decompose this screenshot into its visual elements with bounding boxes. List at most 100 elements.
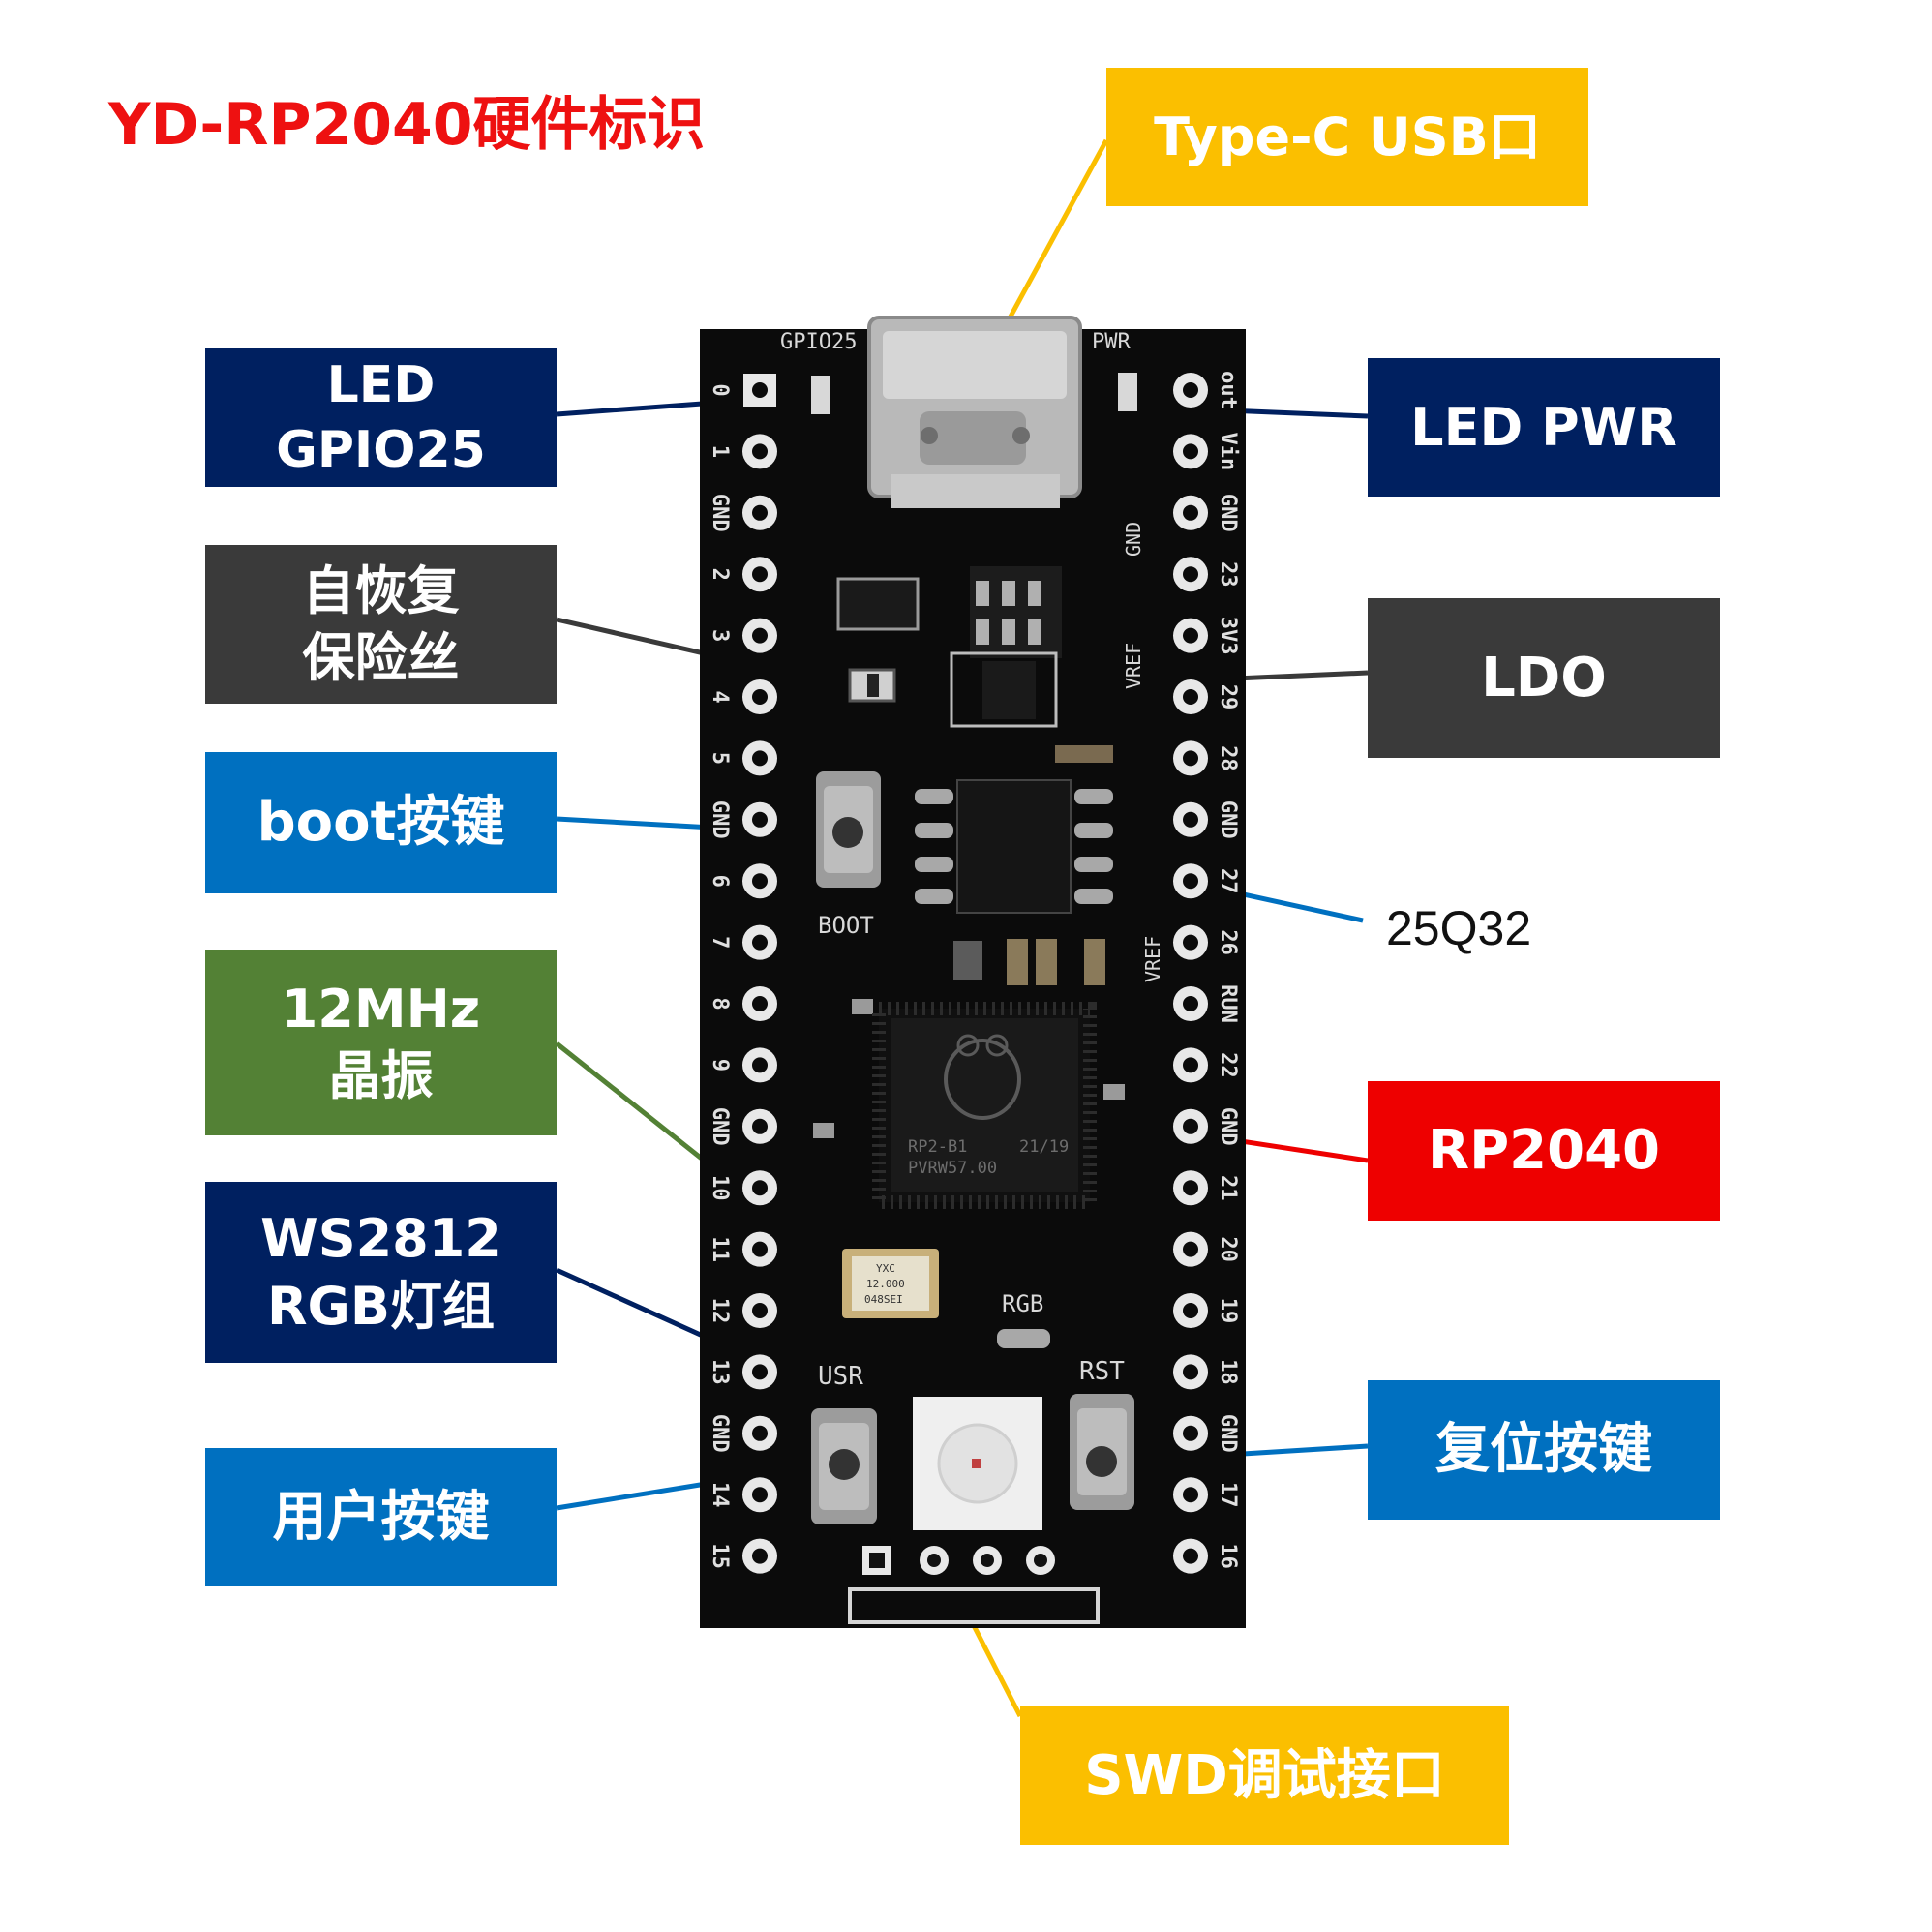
pin-label-left-6: 5 — [708, 752, 732, 765]
pin-hole-left-18 — [752, 1487, 768, 1503]
pin-label-right-10: RUN — [1216, 984, 1240, 1023]
pin-hole-left-14 — [752, 1241, 768, 1257]
pin-hole-left-3 — [752, 566, 768, 583]
pin-hole-left-16 — [752, 1364, 768, 1380]
pin-hole-right-16 — [1183, 1364, 1198, 1380]
pin-hole-right-7 — [1183, 811, 1198, 828]
chip-marking-line2: 21/19 — [1019, 1137, 1069, 1157]
pin-hole-left-13 — [752, 1180, 768, 1196]
pin-hole-right-15 — [1183, 1303, 1198, 1318]
pin-hole-left-2 — [752, 504, 768, 521]
pin-hole-right-9 — [1183, 934, 1198, 951]
pin-label-left-0: 0 — [708, 383, 732, 396]
label-flash: 25Q32 — [1386, 901, 1532, 955]
pin-hole-left-5 — [752, 689, 768, 705]
pin-hole-right-2 — [1183, 504, 1198, 521]
usb-c-connector — [867, 316, 1082, 508]
pin-label-left-1: 1 — [708, 445, 732, 458]
pin-label-left-14: 11 — [708, 1236, 732, 1262]
label-ws2812: WS2812 RGB灯组 — [205, 1182, 557, 1363]
pin-label-right-8: 27 — [1216, 868, 1240, 894]
pin-hole-left-11 — [752, 1057, 768, 1073]
pin-label-right-0: out — [1216, 371, 1240, 409]
pin-label-right-11: 22 — [1216, 1052, 1240, 1078]
pin-label-left-11: 9 — [708, 1059, 732, 1072]
pin-label-left-2: GND — [708, 494, 732, 532]
pin-label-left-17: GND — [708, 1414, 732, 1453]
pin-hole-right-0 — [1183, 382, 1198, 398]
silk-usr: USR — [818, 1362, 863, 1391]
label-fuse-line2: 保险丝 — [302, 627, 460, 688]
label-ldo-text: LDO — [1481, 646, 1607, 709]
pin-rows: 01GND2345GND6789GND10111213GND1415outVin… — [708, 371, 1240, 1574]
pin-hole-right-13 — [1183, 1180, 1198, 1196]
rp2040-chip: RP2-B1 21/19 PVRW57.00 — [872, 1002, 1097, 1209]
pin-label-right-2: GND — [1216, 494, 1240, 532]
silk-rgb: RGB — [1002, 1290, 1043, 1317]
pin-label-left-12: GND — [708, 1107, 732, 1146]
pin-hole-right-3 — [1183, 566, 1198, 583]
pin-label-left-15: 12 — [708, 1298, 732, 1324]
label-ws2812-line2: RGB灯组 — [266, 1275, 496, 1337]
pin-label-right-19: 16 — [1216, 1543, 1240, 1569]
pin-hole-right-18 — [1183, 1487, 1198, 1503]
label-usb-text: Type-C USB口 — [1154, 106, 1541, 167]
pin-hole-left-7 — [752, 811, 768, 828]
silk-boot: BOOT — [818, 912, 874, 939]
label-user: 用户按键 — [205, 1448, 557, 1586]
label-fuse-line1: 自恢复 — [302, 559, 460, 621]
silk-rst: RST — [1079, 1357, 1125, 1386]
label-led-gpio25: LED GPIO25 — [205, 348, 557, 487]
chip-marking-line3: PVRW57.00 — [908, 1159, 997, 1178]
label-reset-text: 复位按键 — [1435, 1418, 1652, 1482]
pin-hole-right-12 — [1183, 1118, 1198, 1134]
top-ic — [970, 566, 1062, 658]
pin-hole-left-4 — [752, 627, 768, 644]
pin-hole-right-6 — [1183, 750, 1198, 767]
ldo-component — [950, 651, 1058, 728]
pin-label-right-7: GND — [1216, 800, 1240, 839]
pin-hole-left-0 — [752, 382, 768, 398]
label-boot: boot按键 — [205, 752, 557, 893]
crystal-component: YXC 12.000 048SEI — [842, 1249, 939, 1318]
pin-label-left-5: 4 — [708, 690, 732, 703]
pin-label-right-12: GND — [1216, 1107, 1240, 1146]
pin-label-right-6: 28 — [1216, 745, 1240, 771]
label-mcu-text: RP2040 — [1427, 1119, 1661, 1183]
pin-hole-right-19 — [1183, 1548, 1198, 1564]
pin-hole-left-8 — [752, 873, 768, 890]
pin-hole-right-10 — [1183, 996, 1198, 1011]
pin-label-right-3: 23 — [1216, 561, 1240, 588]
silk-pwr: PWR — [1092, 330, 1131, 354]
pin-label-left-18: 14 — [708, 1482, 732, 1508]
pin-hole-left-1 — [752, 443, 768, 460]
rst-button — [1070, 1394, 1134, 1510]
crystal-marking-line2: 12.000 — [866, 1278, 905, 1290]
pin-label-right-9: 26 — [1216, 929, 1240, 955]
chip-marking-line1: RP2-B1 — [908, 1137, 967, 1157]
silk-vref-lower: VREF — [1141, 936, 1164, 982]
pin-hole-right-5 — [1183, 689, 1198, 705]
pin-label-left-8: 6 — [708, 875, 732, 888]
label-led-gpio25-line1: LED — [326, 355, 436, 414]
pin-label-right-17: GND — [1216, 1414, 1240, 1453]
page-title: YD-RP2040硬件标识 — [108, 91, 706, 159]
pin-label-right-4: 3V3 — [1216, 617, 1240, 655]
led-gpio25 — [811, 376, 830, 414]
pin-label-left-10: 8 — [708, 997, 732, 1010]
pin-label-right-1: Vin — [1216, 433, 1240, 471]
silk-vref-gnd: GND — [1122, 522, 1145, 557]
pin-label-right-15: 19 — [1216, 1298, 1240, 1324]
pin-hole-right-14 — [1183, 1241, 1198, 1257]
pin-hole-left-12 — [752, 1118, 768, 1134]
pin-hole-left-10 — [752, 996, 768, 1011]
label-crystal-line2: 晶振 — [328, 1045, 434, 1106]
pin-label-right-16: 18 — [1216, 1359, 1240, 1385]
pin-hole-left-19 — [752, 1548, 768, 1564]
pin-hole-left-17 — [752, 1425, 768, 1441]
label-swd-text: SWD调试接口 — [1084, 1743, 1445, 1807]
label-crystal: 12MHz 晶振 — [205, 950, 557, 1135]
pin-label-left-19: 15 — [708, 1543, 732, 1569]
pin-label-left-9: 7 — [708, 936, 732, 949]
label-usb: Type-C USB口 — [1106, 68, 1588, 206]
